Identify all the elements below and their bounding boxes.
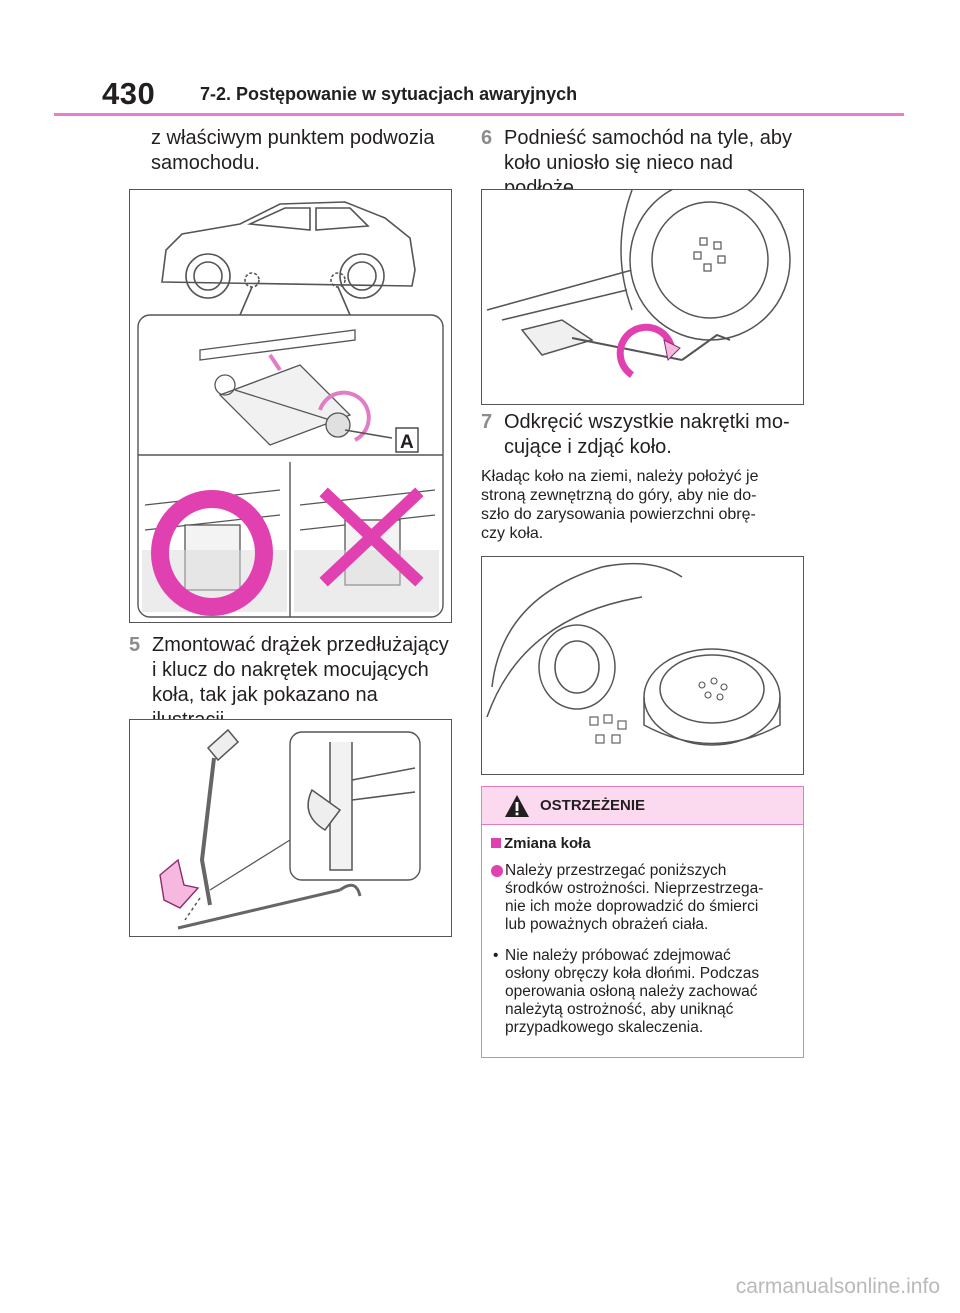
warning-header: OSTRZEŻENIE: [482, 787, 803, 825]
square-bullet-icon: [491, 838, 501, 848]
incorrect-cross-icon: [319, 487, 424, 587]
warning-title: OSTRZEŻENIE: [540, 797, 646, 814]
circle-bullet-icon: [491, 865, 503, 877]
intro-text: z właściwym punktem podwozia samochodu.: [151, 127, 435, 174]
direction-arrow-icon: [159, 858, 200, 909]
jack-position-figure: A: [129, 189, 452, 623]
warning-triangle-icon: [505, 795, 529, 817]
step-6-number: 6: [481, 127, 493, 149]
warning-bullet-2: • Nie należy próbować zdejmować osłony o…: [493, 947, 760, 1036]
remove-wheel-figure: [481, 556, 804, 775]
step-7: 7 Odkręcić wszystkie nakrętki mo- cujące…: [481, 411, 790, 458]
rotation-arrow-icon: [616, 323, 676, 378]
raise-vehicle-figure: [481, 189, 804, 405]
step-5-number: 5: [129, 634, 141, 656]
watermark: carmanualsonline.info: [735, 1275, 940, 1298]
warning-box: OSTRZEŻENIE Zmiana koła Należy przestrze…: [481, 786, 804, 1058]
header-rule: [54, 113, 904, 116]
warning-subtitle: Zmiana koła: [491, 835, 591, 852]
warning-bullet-1: Należy przestrzegać poniższych środków o…: [491, 862, 763, 934]
step-5: 5 Zmontować drążek przedłużający i klucz…: [129, 634, 449, 731]
section-title: 7-2. Postępowanie w sytuacjach awaryjnyc…: [200, 84, 578, 104]
step-7-number: 7: [481, 411, 493, 433]
car-illustration: [161, 201, 416, 316]
step-6: 6 Podnieść samochód na tyle, aby koło un…: [481, 127, 792, 199]
wrench-assembly-figure: [129, 719, 452, 937]
page-number: 430: [102, 76, 156, 111]
correct-circle-icon: [151, 490, 273, 616]
figure-label-a: A: [400, 432, 414, 453]
dot-bullet-icon: •: [493, 947, 499, 964]
tire-placement-note: Kładąc koło na ziemi, należy położyć je …: [481, 468, 759, 542]
